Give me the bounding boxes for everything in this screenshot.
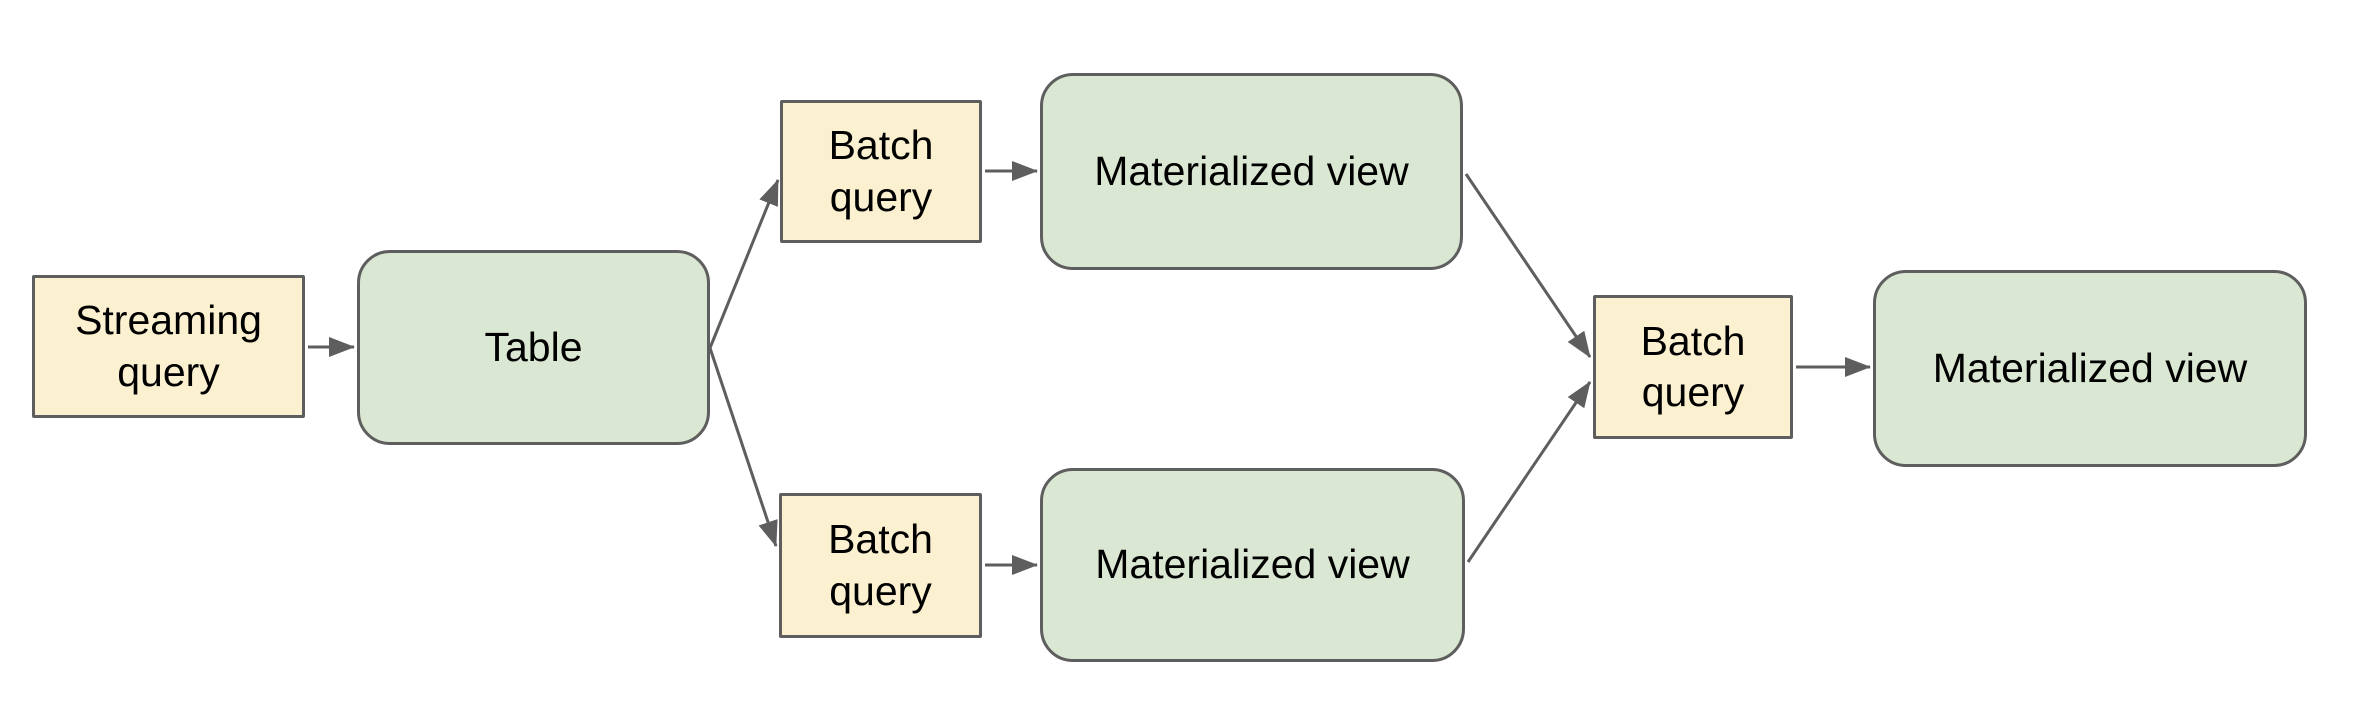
node-materialized-view-top: Materialized view [1040, 73, 1463, 270]
node-label: Batch query [828, 122, 934, 220]
node-label: Streaming query [75, 297, 262, 395]
node-batch-query-bottom: Batch query [779, 493, 982, 638]
node-table: Table [357, 250, 710, 445]
node-label: Table [484, 323, 583, 370]
node-materialized-view-bottom: Materialized view [1040, 468, 1465, 662]
node-label: Materialized view [1094, 147, 1409, 194]
node-label: Batch query [1640, 317, 1746, 415]
node-batch-query-right: Batch query [1593, 295, 1793, 439]
node-label: Materialized view [1095, 541, 1410, 588]
node-label: Batch query [828, 516, 933, 614]
node-materialized-view-right: Materialized view [1873, 270, 2307, 467]
node-batch-query-top: Batch query [780, 100, 982, 243]
edge-materialized-view-bottom-to-batch-query-right [1466, 381, 1592, 563]
edge-table-to-batch-query-bottom [708, 347, 778, 547]
node-streaming-query: Streaming query [32, 275, 305, 418]
edge-table-to-batch-query-top [708, 179, 780, 349]
edge-materialized-view-top-to-batch-query-right [1464, 173, 1592, 358]
node-label: Materialized view [1932, 344, 2248, 391]
